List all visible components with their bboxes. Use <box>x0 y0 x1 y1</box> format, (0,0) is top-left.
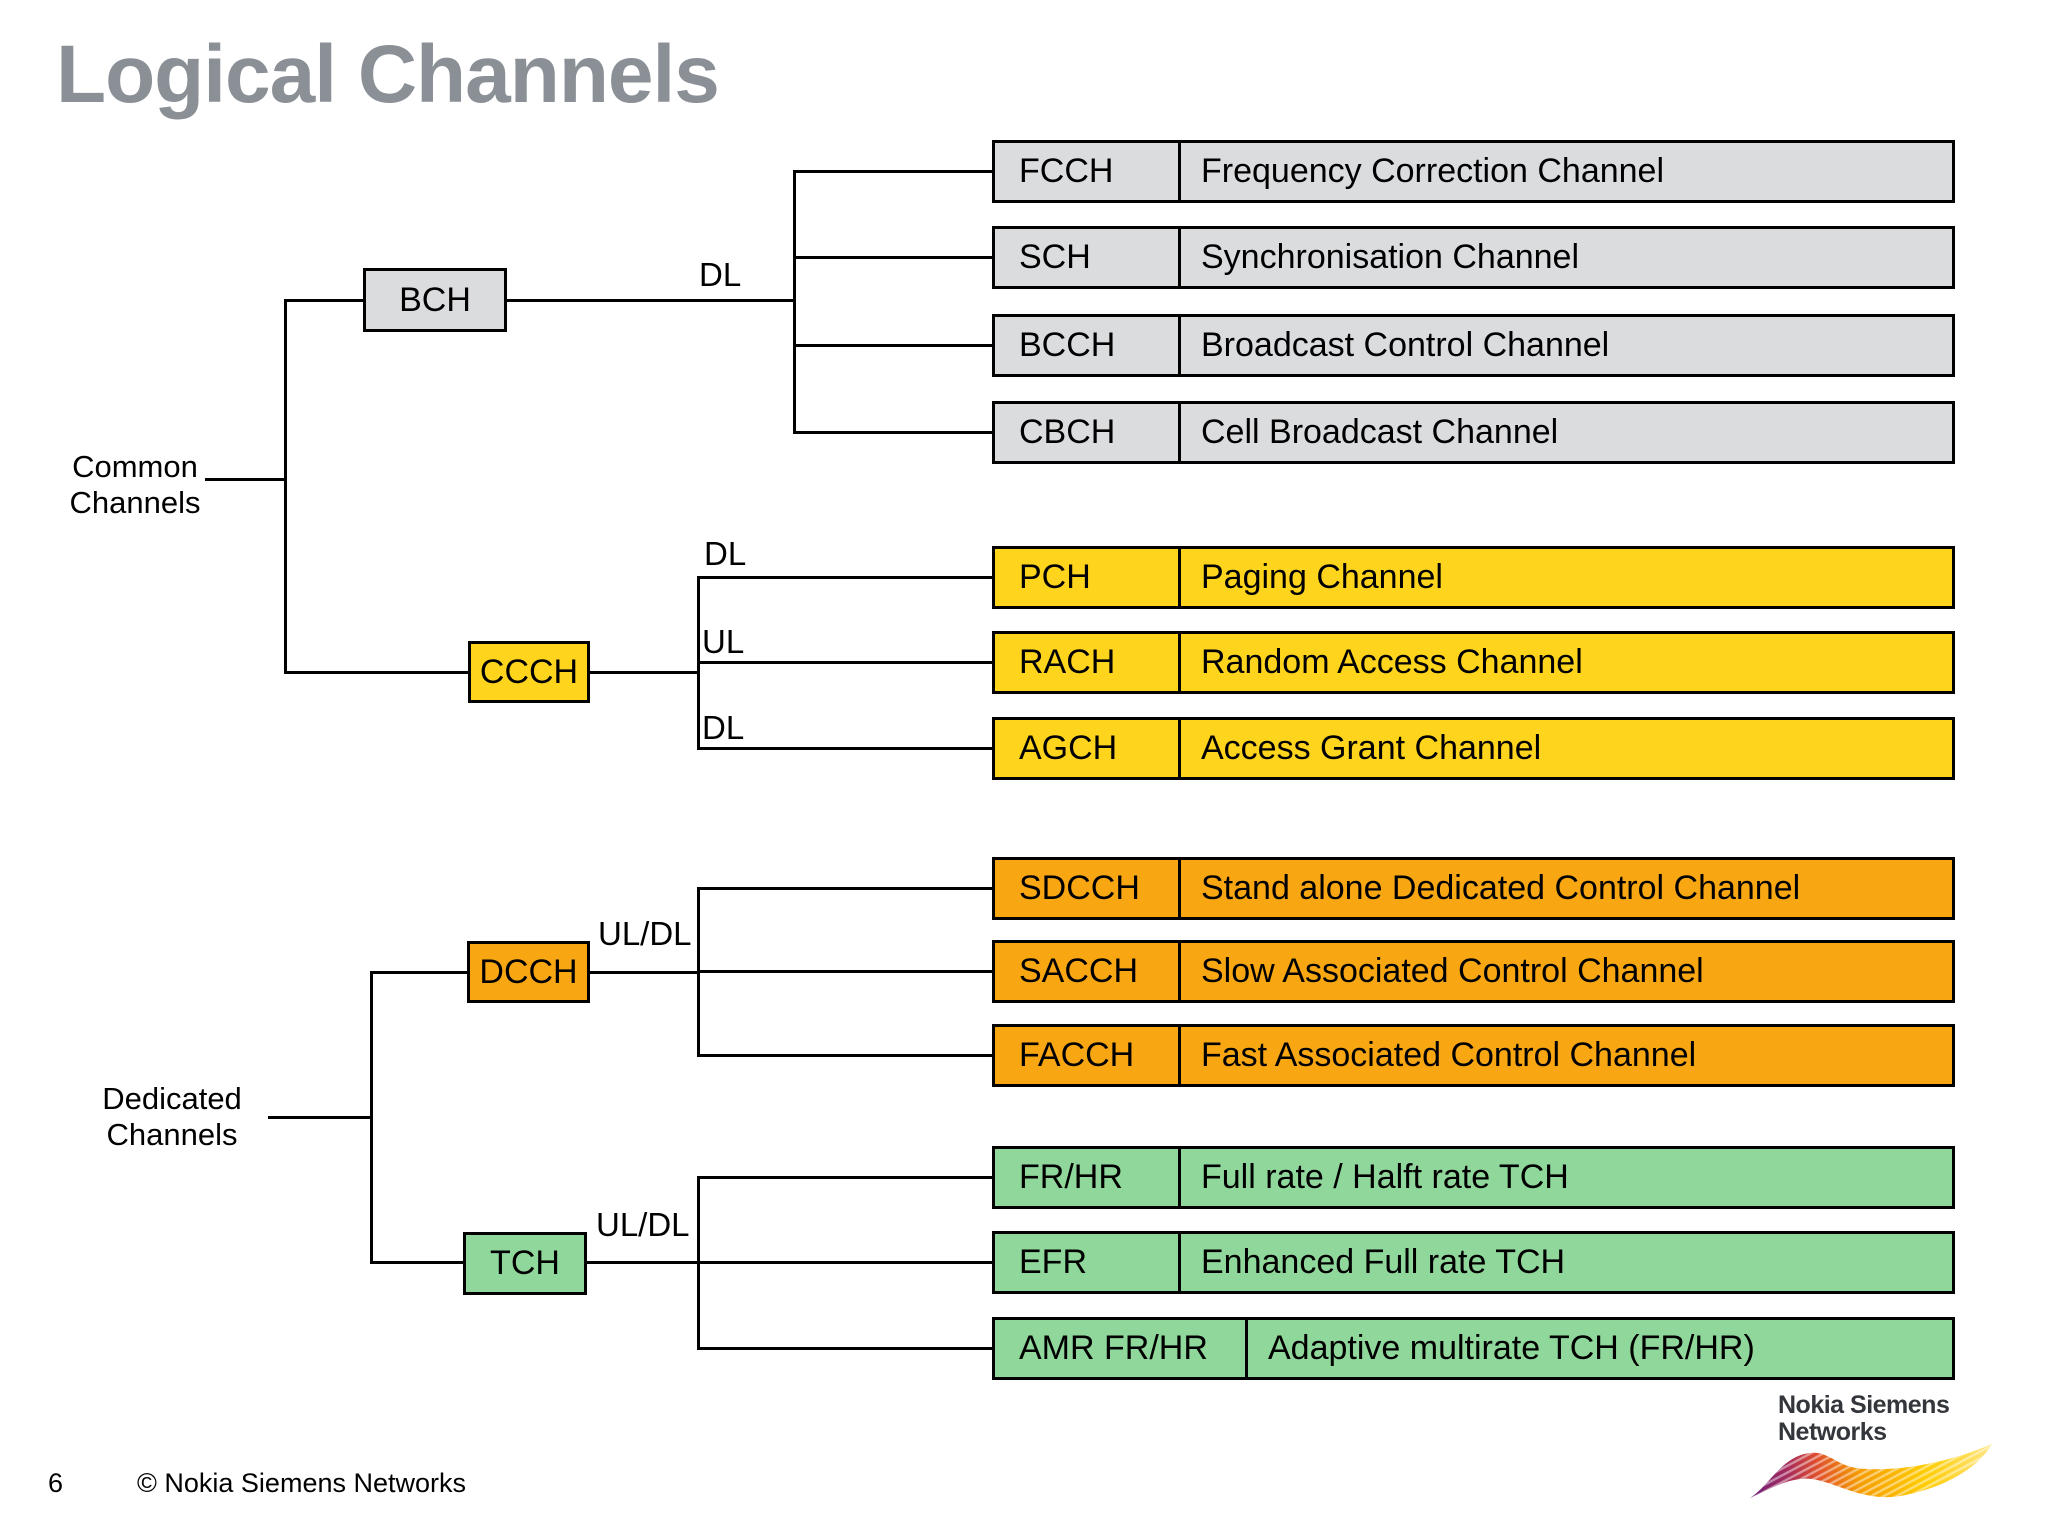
dir-label-agch: DL <box>702 709 745 746</box>
connector-line <box>697 1261 992 1264</box>
row-bcch-desc: Broadcast Control Channel <box>1201 326 1610 364</box>
label-common-line2: Channels <box>69 485 201 520</box>
label-dedicated-line1: Dedicated <box>102 1081 242 1116</box>
row-sacch-desc: Slow Associated Control Channel <box>1201 952 1704 990</box>
connector-line <box>284 299 363 302</box>
nsn-logo-line2: Networks <box>1778 1418 1887 1446</box>
row-pch-desc: Paging Channel <box>1201 558 1443 596</box>
connector-line <box>205 478 284 481</box>
connector-line <box>697 576 992 579</box>
connector-line <box>697 1176 992 1179</box>
connector-line <box>793 170 992 173</box>
page-number: 6 <box>48 1468 64 1498</box>
label-common-channels: Common Channels <box>38 449 232 521</box>
connector-line <box>590 671 700 674</box>
dir-label-bch: DL <box>699 256 742 293</box>
row-amr-abbr: AMR FR/HR <box>995 1320 1248 1377</box>
row-facch-desc: Fast Associated Control Channel <box>1201 1036 1697 1074</box>
row-rach: RACH Random Access Channel <box>992 631 1955 694</box>
row-frhr: FR/HR Full rate / Halft rate TCH <box>992 1146 1955 1209</box>
connector-line <box>793 256 992 259</box>
row-rach-desc: Random Access Channel <box>1201 643 1583 681</box>
connector-line <box>697 1347 992 1350</box>
row-agch: AGCH Access Grant Channel <box>992 717 1955 780</box>
connector-line <box>284 299 287 674</box>
connector-line <box>587 1261 700 1264</box>
row-pch: PCH Paging Channel <box>992 546 1955 609</box>
connector-line <box>793 431 992 434</box>
row-fcch: FCCH Frequency Correction Channel <box>992 140 1955 203</box>
node-dcch: DCCH <box>467 941 590 1003</box>
row-agch-desc: Access Grant Channel <box>1201 729 1542 767</box>
row-facch-abbr: FACCH <box>995 1027 1181 1084</box>
row-fcch-abbr: FCCH <box>995 143 1181 200</box>
row-bcch: BCCH Broadcast Control Channel <box>992 314 1955 377</box>
row-amr-desc: Adaptive multirate TCH (FR/HR) <box>1268 1329 1755 1367</box>
connector-line <box>697 970 992 973</box>
row-agch-abbr: AGCH <box>995 720 1181 777</box>
connector-line <box>697 1054 992 1057</box>
label-dedicated-channels: Dedicated Channels <box>75 1081 269 1153</box>
row-sacch: SACCH Slow Associated Control Channel <box>992 940 1955 1003</box>
nsn-logo-line1: Nokia Siemens <box>1778 1391 1950 1419</box>
copyright-text: © Nokia Siemens Networks <box>137 1468 466 1498</box>
dir-label-dcch: UL/DL <box>598 915 692 952</box>
connector-line <box>697 661 992 664</box>
row-frhr-abbr: FR/HR <box>995 1149 1181 1206</box>
row-cbch-desc: Cell Broadcast Channel <box>1201 413 1559 451</box>
nsn-wave-logo-icon <box>1750 1444 1992 1498</box>
connector-line <box>370 1261 463 1264</box>
connector-line <box>370 971 373 1264</box>
row-amr: AMR FR/HR Adaptive multirate TCH (FR/HR) <box>992 1317 1955 1380</box>
connector-line <box>590 971 700 974</box>
node-ccch: CCCH <box>468 641 590 703</box>
row-efr-abbr: EFR <box>995 1234 1181 1291</box>
row-sdcch-abbr: SDCCH <box>995 860 1181 917</box>
node-bch: BCH <box>363 268 507 332</box>
connector-line <box>507 299 794 302</box>
nsn-logo-text: Nokia Siemens Networks <box>1778 1391 1950 1446</box>
row-pch-abbr: PCH <box>995 549 1181 606</box>
dir-label-rach: UL <box>702 623 745 660</box>
row-fcch-desc: Frequency Correction Channel <box>1201 152 1665 190</box>
dir-label-pch: DL <box>704 535 747 572</box>
row-frhr-desc: Full rate / Halft rate TCH <box>1201 1158 1569 1196</box>
row-sacch-abbr: SACCH <box>995 943 1181 1000</box>
row-sch-abbr: SCH <box>995 229 1181 286</box>
row-rach-abbr: RACH <box>995 634 1181 691</box>
row-sch-desc: Synchronisation Channel <box>1201 238 1580 276</box>
node-tch: TCH <box>463 1232 587 1295</box>
row-facch: FACCH Fast Associated Control Channel <box>992 1024 1955 1087</box>
connector-line <box>697 747 992 750</box>
row-efr: EFR Enhanced Full rate TCH <box>992 1231 1955 1294</box>
row-sch: SCH Synchronisation Channel <box>992 226 1955 289</box>
connector-line <box>268 1116 370 1119</box>
row-bcch-abbr: BCCH <box>995 317 1181 374</box>
label-common-line1: Common <box>72 449 198 484</box>
page-title: Logical Channels <box>56 29 720 120</box>
connector-line <box>793 170 796 434</box>
dir-label-tch: UL/DL <box>596 1206 690 1243</box>
row-sdcch-desc: Stand alone Dedicated Control Channel <box>1201 869 1801 907</box>
row-cbch: CBCH Cell Broadcast Channel <box>992 401 1955 464</box>
connector-line <box>793 344 992 347</box>
connector-line <box>284 671 468 674</box>
row-efr-desc: Enhanced Full rate TCH <box>1201 1243 1566 1281</box>
connector-line <box>370 971 467 974</box>
connector-line <box>697 887 992 890</box>
row-sdcch: SDCCH Stand alone Dedicated Control Chan… <box>992 857 1955 920</box>
row-cbch-abbr: CBCH <box>995 404 1181 461</box>
label-dedicated-line2: Channels <box>106 1117 238 1152</box>
